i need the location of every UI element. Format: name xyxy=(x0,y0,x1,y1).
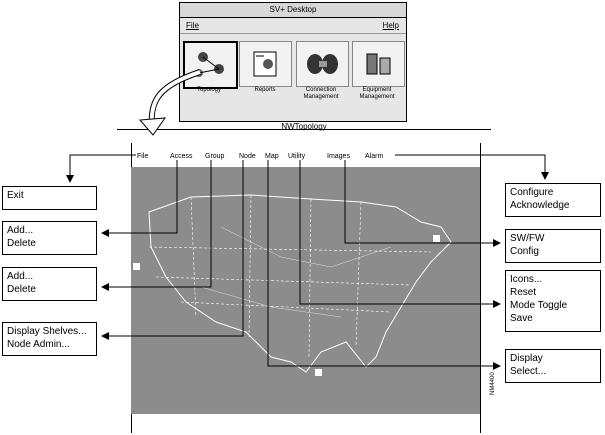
callout-alarm: Configure Acknowledge xyxy=(505,183,601,217)
callout-file: Exit xyxy=(2,186,97,210)
callout-utility-mode-toggle: Mode Toggle xyxy=(510,300,568,311)
callout-alarm-configure: Configure xyxy=(510,187,554,198)
callout-group-add: Add... xyxy=(7,271,34,282)
reports-icon xyxy=(253,51,277,77)
menu-access[interactable]: Access xyxy=(170,153,193,160)
menu-images[interactable]: Images xyxy=(327,153,350,160)
figure-id: NM4400 xyxy=(490,372,496,395)
network-map[interactable] xyxy=(131,167,480,414)
callout-node-admin: Node Admin... xyxy=(7,339,70,350)
node-west[interactable] xyxy=(133,263,140,270)
topology-icon xyxy=(195,52,224,77)
tool-label-equipment: Equipment Management xyxy=(359,87,395,100)
callout-map: Display Select... xyxy=(505,349,601,383)
callout-node-display: Display Shelves... xyxy=(7,326,87,337)
callout-map-display: Display xyxy=(510,353,543,364)
tool-label-connection: Connection Management xyxy=(303,87,339,100)
callout-utility-reset: Reset xyxy=(510,287,537,298)
nw-window-border xyxy=(117,129,491,131)
callout-utility-save: Save xyxy=(510,313,533,324)
menu-alarm[interactable]: Alarm xyxy=(365,153,384,160)
callout-utility: Icons... Reset Mode Toggle Save xyxy=(505,270,601,332)
callout-access: Add... Delete xyxy=(2,221,97,255)
callout-node: Display Shelves... Node Admin... xyxy=(2,322,97,356)
menu-file[interactable]: File xyxy=(137,153,149,160)
desktop-menu-help[interactable]: Help xyxy=(382,21,399,30)
equipment-icon xyxy=(366,53,391,75)
equipment-management-button[interactable] xyxy=(352,41,405,87)
connection-icon xyxy=(307,54,338,74)
callout-images: SW/FW Config xyxy=(505,229,601,263)
reports-button[interactable] xyxy=(239,41,292,87)
callout-access-delete: Delete xyxy=(7,238,36,249)
callout-map-select: Select... xyxy=(510,366,547,377)
desktop-title: SV+ Desktop xyxy=(180,3,406,18)
callout-group: Add... Delete xyxy=(2,267,97,301)
callout-utility-icons: Icons... xyxy=(510,274,543,285)
nw-window-title: NWTopology xyxy=(281,122,327,131)
tool-label-topology: Topology xyxy=(196,87,222,93)
node-south[interactable] xyxy=(315,369,322,376)
callout-exit: Exit xyxy=(7,190,24,201)
callout-group-delete: Delete xyxy=(7,284,36,295)
desktop-menu-file[interactable]: File xyxy=(186,21,199,30)
connection-management-button[interactable] xyxy=(296,41,349,87)
tool-label-reports: Reports xyxy=(254,87,276,93)
topology-button[interactable] xyxy=(183,41,238,89)
menu-map[interactable]: Map xyxy=(265,153,279,160)
us-map-outline xyxy=(148,194,452,373)
menu-node[interactable]: Node xyxy=(239,153,256,160)
callout-images-config: Config xyxy=(510,246,539,257)
node-east[interactable] xyxy=(433,235,440,242)
callout-images-swfw: SW/FW xyxy=(510,233,545,244)
callout-access-add: Add... xyxy=(7,225,34,236)
desktop-menubar: File Help xyxy=(180,19,406,34)
nw-right-border xyxy=(480,143,481,433)
menu-group[interactable]: Group xyxy=(205,153,225,160)
callout-alarm-acknowledge: Acknowledge xyxy=(510,200,570,211)
sv-desktop-window: SV+ Desktop File Help Topology Reports C… xyxy=(179,2,407,122)
menu-utility[interactable]: Utility xyxy=(288,153,306,160)
